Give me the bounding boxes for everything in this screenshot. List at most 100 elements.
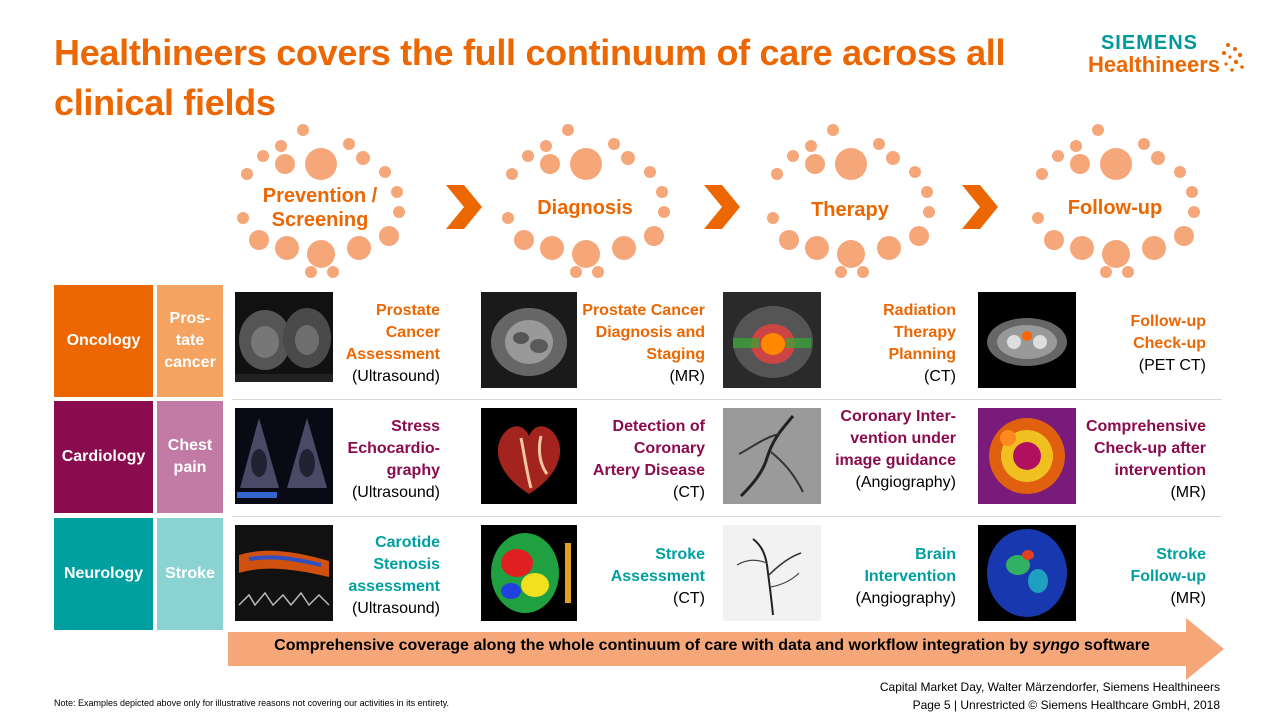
ring-dot: [1070, 154, 1090, 174]
ring-dot: [249, 230, 269, 250]
ring-dot: [644, 226, 664, 246]
continuum-arrow: [228, 618, 1224, 680]
ring-dot: [1100, 266, 1112, 278]
cell-text: Diagnosis and: [595, 324, 705, 341]
cell-text: image guidance: [835, 452, 956, 469]
stage-therapy: Therapy: [755, 120, 945, 280]
logo-siemens-text: SIEMENS: [1100, 32, 1198, 54]
field-neurology: Neurology: [54, 518, 153, 630]
stage-label-diagnosis: Diagnosis: [537, 197, 633, 219]
cell-text: Follow-up: [1130, 313, 1206, 330]
ring-dot: [257, 150, 269, 162]
cell-car-diagnosis: Detection of Coronary Artery Disease (CT…: [545, 416, 705, 504]
ring-dot: [835, 266, 847, 278]
mr-brain-image: [978, 525, 1076, 621]
ring-dot: [540, 140, 552, 152]
cell-text: intervention: [1114, 462, 1206, 479]
dot-ring-icon: [1032, 124, 1200, 278]
cell-text: Radiation: [883, 302, 956, 319]
ring-dot: [562, 124, 574, 136]
cell-text: Assessment: [610, 568, 705, 585]
ring-dot: [393, 206, 405, 218]
ring-dot: [612, 236, 636, 260]
angiography-coronary-image: [723, 408, 821, 504]
cell-modality: (CT): [924, 368, 956, 385]
banner-text-end: software: [1079, 637, 1150, 654]
ring-dot: [923, 206, 935, 218]
ring-dot: [909, 166, 921, 178]
ring-dot: [275, 236, 299, 260]
cell-neu-prevention: Carotide Stenosis assessment (Ultrasound…: [280, 532, 440, 620]
ring-dot: [1036, 168, 1048, 180]
ct-perfusion-image: [481, 525, 577, 621]
ring-dot: [805, 236, 829, 260]
ring-dot: [343, 138, 355, 150]
cell-text: assessment: [348, 578, 440, 595]
cell-text: Coronary Inter-: [840, 408, 956, 425]
cell-text: Therapy: [893, 324, 956, 341]
cell-text: Staging: [646, 346, 705, 363]
cell-car-follow-up: Comprehensive Check-up after interventio…: [1046, 416, 1206, 504]
ring-dot: [297, 124, 309, 136]
dot-ring-icon: [237, 124, 405, 278]
stage-diagnosis: Diagnosis: [490, 120, 680, 280]
ring-dot: [1138, 138, 1150, 150]
cell-text: Follow-up: [1130, 568, 1206, 585]
cell-text: Planning: [888, 346, 956, 363]
row-divider: [232, 516, 1222, 517]
chevron-right-icon: [446, 185, 482, 229]
cell-neu-therapy: Brain Intervention (Angiography): [796, 544, 957, 610]
footer: Capital Market Day, Walter Märzendorfer,…: [880, 678, 1220, 714]
ring-dot: [1102, 240, 1130, 268]
indication-stroke: Stroke: [157, 518, 223, 630]
carotid-ultrasound-image: [235, 525, 333, 621]
footer-line1: Capital Market Day, Walter Märzendorfer,…: [879, 680, 1220, 694]
banner-syngo: syngo: [1032, 637, 1080, 654]
ring-dot: [237, 212, 249, 224]
ring-dot: [275, 140, 287, 152]
ring-dot: [909, 226, 929, 246]
cell-onc-diagnosis: Prostate Cancer Diagnosis and Staging (M…: [545, 300, 705, 388]
cell-modality: (Angiography): [855, 474, 957, 491]
banner-text: Comprehensive coverage along the whole c…: [274, 637, 1033, 654]
stage-label-follow-up: Follow-up: [1067, 197, 1163, 219]
cell-text: Detection of: [612, 418, 705, 435]
cell-modality: (PET CT): [1138, 357, 1206, 374]
ring-dot: [1186, 186, 1198, 198]
cell-neu-follow-up: Stroke Follow-up (MR): [1046, 544, 1206, 610]
ring-dot: [873, 138, 885, 150]
cell-text: Stroke: [1156, 546, 1206, 563]
footnote: Note: Examples depicted above only for i…: [54, 698, 450, 708]
ring-dot: [1174, 226, 1194, 246]
mr-cardiac-image: [978, 408, 1076, 504]
cell-onc-therapy: Radiation Therapy Planning (CT): [796, 300, 956, 388]
ring-dot: [1070, 236, 1094, 260]
ring-dot: [1070, 140, 1082, 152]
ring-dot: [656, 186, 668, 198]
ring-dot: [767, 212, 779, 224]
field-oncology: Oncology: [54, 285, 153, 397]
ring-dot: [540, 236, 564, 260]
ring-dot: [540, 154, 560, 174]
cell-text: Coronary: [633, 440, 705, 457]
ring-dot: [621, 151, 635, 165]
cell-modality: (MR): [1170, 484, 1206, 501]
cell-text: Assessment: [345, 346, 440, 363]
ring-dot: [787, 150, 799, 162]
continuum-banner-text: Comprehensive coverage along the whole c…: [232, 637, 1192, 655]
ring-dot: [771, 168, 783, 180]
siemens-healthineers-logo: SIEMENS Healthineers: [1078, 32, 1258, 82]
cell-text: Brain: [915, 546, 956, 563]
stress-echo-image: [235, 408, 333, 504]
cell-text: Stenosis: [373, 556, 440, 573]
ring-dot: [837, 240, 865, 268]
footer-line2: Page 5 | Unrestricted © Siemens Healthca…: [912, 698, 1220, 712]
cell-modality: (CT): [673, 484, 705, 501]
row-divider: [232, 399, 1222, 400]
ring-dot: [1044, 230, 1064, 250]
ct-radiation-planning-image: [723, 292, 821, 388]
ring-dot: [1151, 151, 1165, 165]
ring-dot: [805, 154, 825, 174]
indication-line: Chest: [167, 437, 213, 454]
